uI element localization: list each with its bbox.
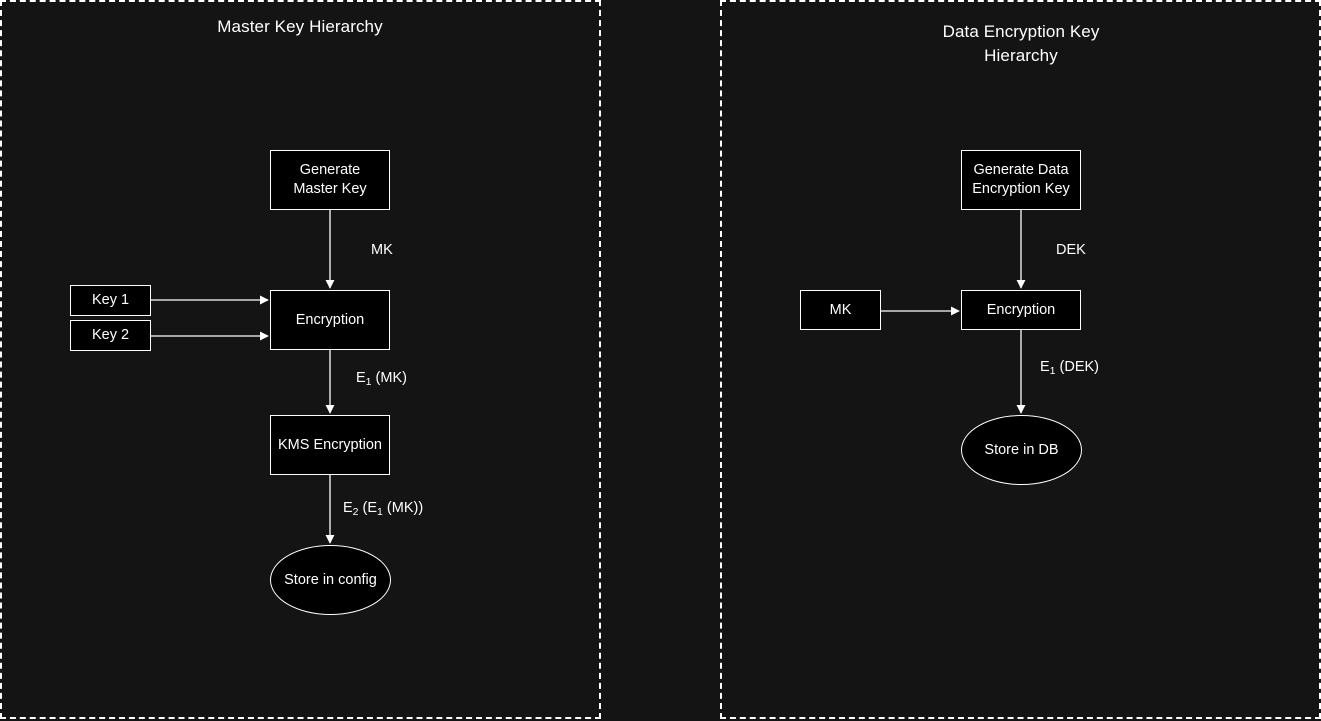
node-generate-data-encryption-key[interactable]: Generate Data Encryption Key	[961, 150, 1081, 210]
edge-label-e1-dek-base: E	[1040, 359, 1050, 375]
node-encryption-data-encryption-key[interactable]: Encryption	[961, 290, 1081, 330]
edge-label-e2-subscript: 2	[352, 506, 359, 518]
edge-label-e1-dek: E1 (DEK)	[1040, 358, 1099, 376]
edge-label-e1-mk-subscript: 1	[365, 376, 372, 388]
edge-label-e2-e1-mk: E2 (E1 (MK))	[343, 499, 423, 517]
edge-label-e2-subscript-2: 1	[377, 506, 383, 518]
node-key-2[interactable]: Key 2	[70, 320, 151, 351]
edge-label-mk: MK	[371, 241, 393, 259]
edge-label-mk-text: MK	[371, 242, 393, 258]
node-generate-master-key[interactable]: Generate Master Key	[270, 150, 390, 210]
edge-label-e1-dek-tail: (DEK)	[1055, 359, 1100, 375]
lane-title-master-key-hierarchy: Master Key Hierarchy	[217, 17, 383, 36]
edge-label-e1-mk: E1 (MK)	[356, 369, 407, 387]
node-key-1[interactable]: Key 1	[70, 285, 151, 316]
edge-label-dek: DEK	[1056, 241, 1086, 259]
edge-label-dek-text: DEK	[1056, 242, 1086, 258]
edge-label-e2-tail: (E	[358, 500, 378, 516]
node-kms-encryption[interactable]: KMS Encryption	[270, 415, 390, 475]
edge-label-e1-dek-subscript: 1	[1049, 365, 1056, 377]
node-store-in-config[interactable]: Store in config	[270, 545, 391, 615]
node-store-in-db[interactable]: Store in DB	[961, 415, 1082, 485]
edge-label-e1-mk-tail: (MK)	[371, 370, 407, 386]
swimlane-master-key-hierarchy	[0, 0, 601, 719]
swimlane-data-encryption-key-hierarchy	[720, 0, 1321, 719]
node-mk[interactable]: MK	[800, 290, 881, 330]
node-encryption-master-key[interactable]: Encryption	[270, 290, 390, 350]
lane-title-data-encryption-key-hierarchy: Data Encryption Key Hierarchy	[942, 22, 1100, 65]
edge-label-e1-mk-base: E	[356, 370, 366, 386]
edge-label-e2-tail-2: (MK))	[382, 500, 424, 516]
edge-label-e2-base: E	[343, 500, 353, 516]
